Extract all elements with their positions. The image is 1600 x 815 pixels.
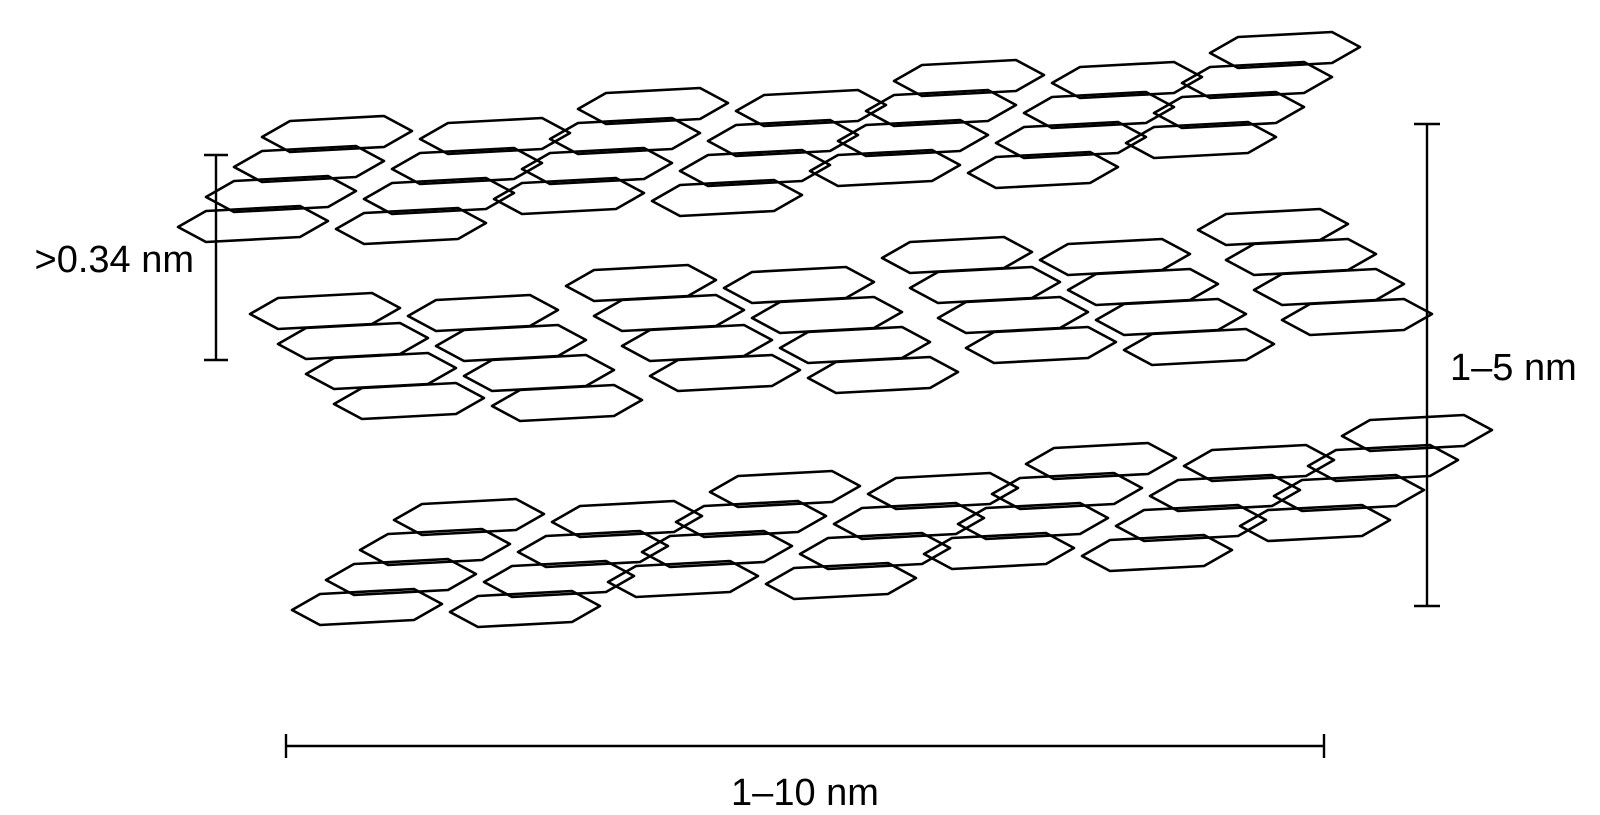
hexagon-cell (1080, 533, 1234, 573)
hexagon-cell (418, 116, 572, 156)
hexagon-cell (866, 471, 1020, 511)
hexagon-cell (548, 116, 702, 156)
lateral-size-bracket (284, 734, 1326, 758)
hexagon-cell (750, 295, 904, 335)
hexagon-cell (334, 206, 488, 246)
hexagon-cell (864, 88, 1018, 128)
hexagon-cell (1148, 473, 1302, 513)
hexagon-cell (734, 88, 888, 128)
hexagon-cell (324, 557, 478, 597)
hexagon-cell (1050, 60, 1204, 100)
hexagon-cell (276, 321, 430, 361)
hexagon-cell (260, 114, 414, 154)
hexagon-cell (648, 353, 802, 393)
hexagon-cell (232, 144, 386, 184)
hexagon-cell (806, 355, 960, 395)
lateral-size-label: 1–10 nm (731, 772, 879, 814)
hexagon-cell (1238, 503, 1392, 543)
hexagon-cell (550, 499, 704, 539)
hexagon-cell (176, 204, 330, 244)
hexagon-cell (964, 325, 1118, 365)
hexagon-cell (1182, 443, 1336, 483)
hexagon-cell (492, 176, 646, 216)
hexagon-cell (1022, 90, 1176, 130)
hexagon-cell (1252, 267, 1406, 307)
hexagon-cell (1180, 60, 1334, 100)
hexagon-cell (880, 235, 1034, 275)
hexagon-cell (592, 293, 746, 333)
hexagon-cell (462, 353, 616, 393)
hexagon-cell (1196, 207, 1350, 247)
hexagon-cell (764, 561, 918, 601)
hexagon-cell (1066, 267, 1220, 307)
hexagon-cell (406, 293, 560, 333)
graphene-layer-middle (248, 207, 1434, 423)
hexagon-cell (994, 120, 1148, 160)
interlayer-spacing-bracket (204, 153, 228, 362)
hexagon-cell (1306, 443, 1460, 483)
hexagon-cell (722, 265, 876, 305)
hexagon-cell (936, 295, 1090, 335)
hexagon-cell (516, 529, 670, 569)
hexagon-cell (990, 471, 1144, 511)
hexagon-cell (708, 469, 862, 509)
stack-thickness-bracket (1414, 122, 1440, 608)
hexagon-cell (1224, 237, 1378, 277)
hexagon-cell (892, 58, 1046, 98)
hexagon-cell (248, 291, 402, 331)
hexagon-cell (908, 265, 1062, 305)
hexagon-cell (778, 325, 932, 365)
hexagon-cell (1024, 441, 1178, 481)
hexagon-cell (956, 501, 1110, 541)
hexagon-cell (1094, 297, 1248, 337)
hexagon-cell (1340, 413, 1494, 453)
hexagon-cell (836, 118, 990, 158)
graphene-sheets (176, 30, 1494, 629)
hexagon-cell (434, 323, 588, 363)
hexagon-cell (678, 148, 832, 188)
hexagon-cell (490, 383, 644, 423)
hexagon-cell (448, 589, 602, 629)
hexagon-cell (1114, 503, 1268, 543)
hexagon-cell (390, 146, 544, 186)
hexagon-cell (808, 148, 962, 188)
hexagon-cell (482, 559, 636, 599)
hexagon-cell (1122, 327, 1276, 367)
interlayer-spacing-label: >0.34 nm (35, 239, 195, 281)
hexagon-cell (832, 501, 986, 541)
hexagon-cell (674, 499, 828, 539)
hexagon-cell (1208, 30, 1362, 70)
hexagon-cell (520, 146, 674, 186)
hexagon-cell (1280, 297, 1434, 337)
hexagon-cell (576, 86, 730, 126)
hexagon-cell (1152, 90, 1306, 130)
stack-thickness-label: 1–5 nm (1450, 347, 1577, 389)
hexagon-cell (606, 559, 760, 599)
hexagon-cell (650, 178, 804, 218)
hexagon-cell (290, 587, 444, 627)
hexagon-cell (1124, 120, 1278, 160)
hexagon-cell (564, 263, 718, 303)
hexagon-cell (966, 150, 1120, 190)
hexagon-cell (706, 118, 860, 158)
hexagon-cell (392, 497, 546, 537)
graphene-layer-top (176, 30, 1362, 246)
hexagon-cell (798, 531, 952, 571)
graphene-layer-bottom (290, 413, 1494, 629)
hexagon-cell (204, 174, 358, 214)
hexagon-cell (332, 381, 486, 421)
hexagon-cell (620, 323, 774, 363)
hexagon-cell (640, 529, 794, 569)
hexagon-cell (922, 531, 1076, 571)
hexagon-cell (1272, 473, 1426, 513)
hexagon-cell (362, 176, 516, 216)
hexagon-cell (304, 351, 458, 391)
hexagon-cell (358, 527, 512, 567)
hexagon-cell (1038, 237, 1192, 277)
